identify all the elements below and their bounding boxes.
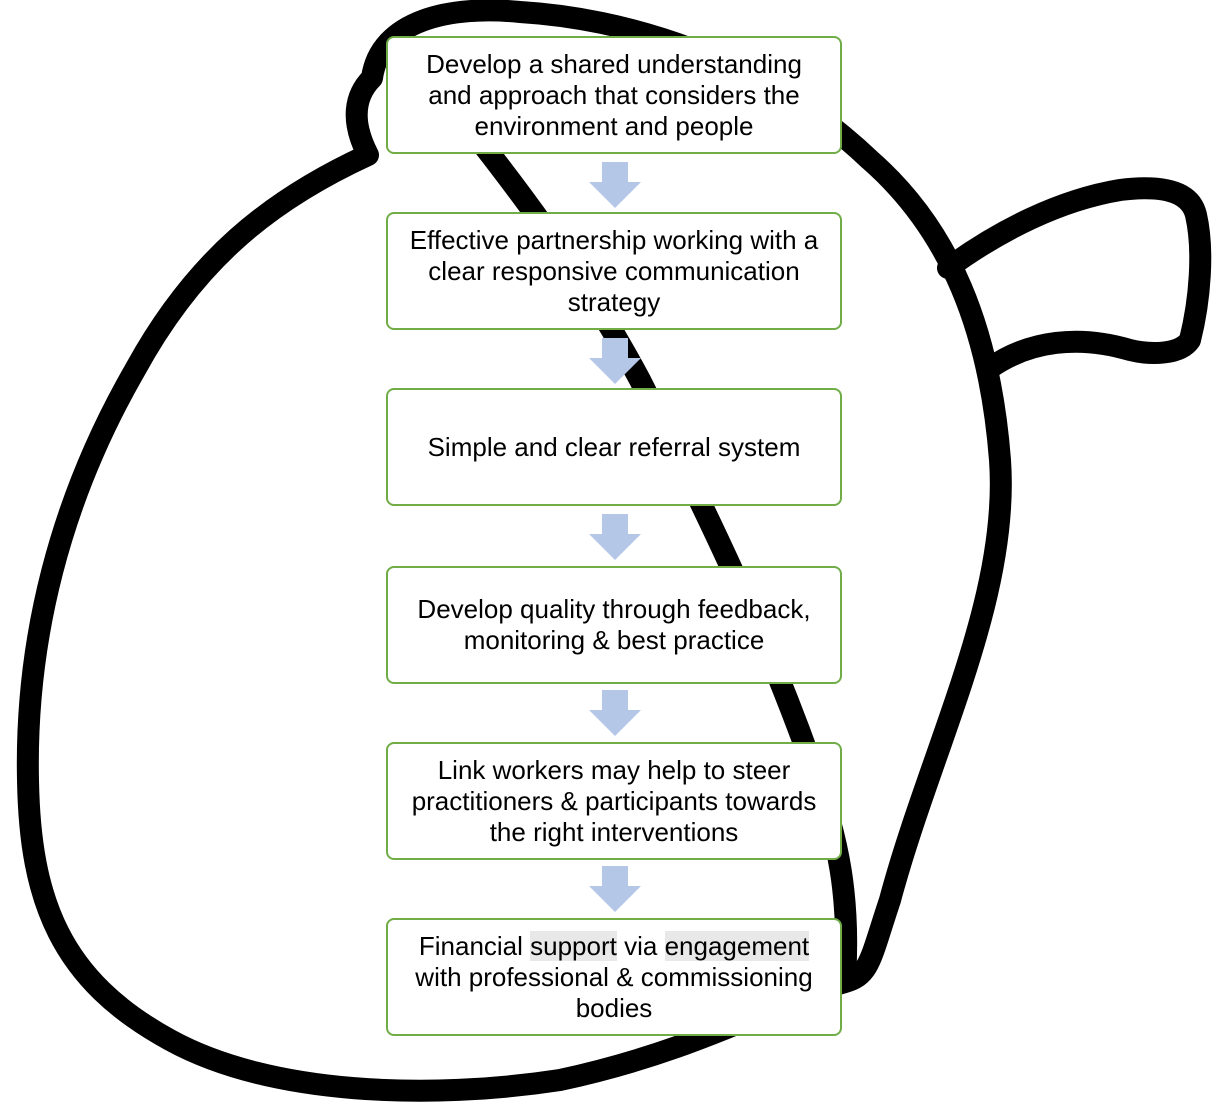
down-arrow-icon	[589, 866, 641, 912]
step-box-2: Effective partnership working with a cle…	[386, 212, 842, 330]
down-arrow-icon	[589, 162, 641, 208]
step-6-text-part: with professional & commissioning bodies	[415, 961, 813, 1023]
step-box-4: Develop quality through feedback, monito…	[386, 566, 842, 684]
step-box-1: Develop a shared understanding and appro…	[386, 36, 842, 154]
step-box-3: Simple and clear referral system	[386, 388, 842, 506]
step-6-text-part: via	[616, 930, 665, 961]
step-label-1: Develop a shared understanding and appro…	[426, 48, 802, 141]
step-6-highlight-support: support	[530, 930, 617, 961]
step-box-6: Financial support via engagement with pr…	[386, 918, 842, 1036]
down-arrow-icon	[589, 338, 641, 384]
down-arrow-icon	[589, 514, 641, 560]
step-6-highlight-engagement: engagement	[664, 930, 810, 961]
step-6-text-part: Financial	[418, 930, 531, 961]
down-arrow-icon	[589, 690, 641, 736]
step-label-2: Effective partnership working with a cle…	[409, 224, 819, 317]
seed-stem-outline	[937, 177, 1212, 379]
step-label-4: Develop quality through feedback, monito…	[417, 594, 811, 655]
step-label-6: Financial support via engagement with pr…	[402, 930, 826, 1024]
step-box-5: Link workers may help to steer practitio…	[386, 742, 842, 860]
step-label-3: Simple and clear referral system	[427, 431, 801, 462]
step-label-5: Link workers may help to steer practitio…	[411, 754, 817, 847]
